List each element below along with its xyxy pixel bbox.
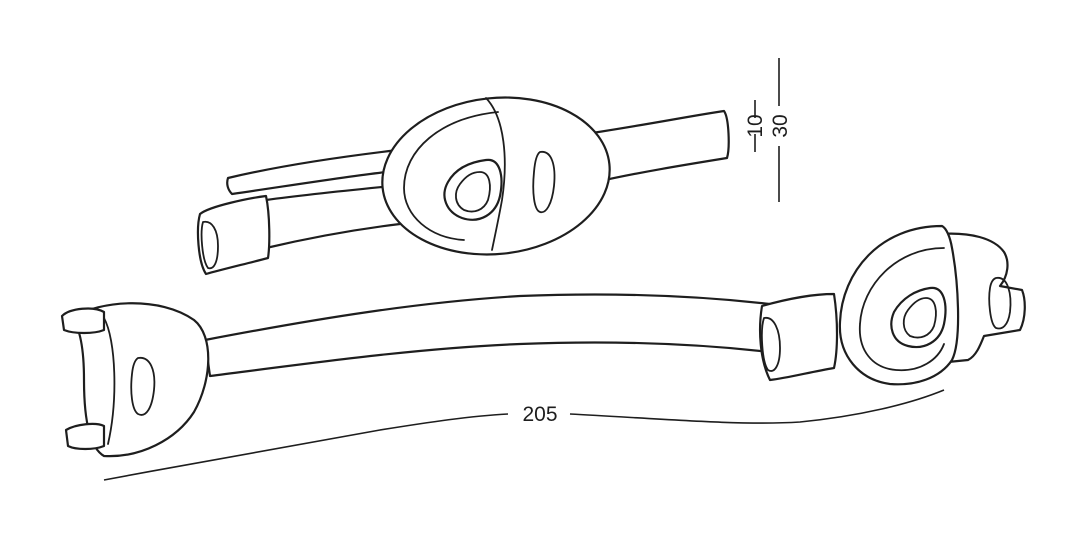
dim-thickness: 10 <box>744 100 767 152</box>
buckle-bottom-left-prong-bottom <box>64 422 106 451</box>
strap-top-tail <box>583 109 730 184</box>
strap-top-band <box>226 148 400 196</box>
dim-length: 205 <box>103 389 945 481</box>
dim-length-line-right <box>569 389 945 424</box>
buckle-top-slot <box>532 151 556 214</box>
buckle-bottom-right-slot <box>988 277 1012 330</box>
strap-top-clip <box>196 194 271 276</box>
buckle-top-button-inner <box>455 171 491 213</box>
buckle-top-inner-rim <box>403 111 499 241</box>
buckle-bottom-right-button <box>890 286 947 349</box>
buckle-bottom-right-rim <box>859 247 945 372</box>
buckle-bottom-left-prong-top <box>60 307 106 335</box>
dim-width-label: 30 <box>769 114 792 137</box>
dim-length-line-left <box>103 413 509 481</box>
dim-thickness-label: 10 <box>744 114 767 137</box>
dim-length-label: 205 <box>522 403 557 426</box>
buckle-bottom-left <box>70 302 210 458</box>
strap-top-band-lower <box>264 184 402 250</box>
dim-width: 30 <box>769 58 792 202</box>
buckle-top-seam <box>485 97 506 251</box>
strap-bottom <box>60 224 1026 458</box>
buckle-bottom-left-slot <box>130 357 156 416</box>
buckle-bottom-right-button-inner <box>902 297 937 339</box>
strap-bottom-band <box>203 293 772 378</box>
strap-top-clip-slot <box>200 220 219 270</box>
buckle-bottom-right-frame <box>938 232 1026 364</box>
strap-bottom-clip <box>758 292 839 382</box>
strap-bottom-clip-slot <box>761 317 781 372</box>
buckle-bottom-left-inner <box>103 317 116 445</box>
strap-top <box>196 96 730 276</box>
